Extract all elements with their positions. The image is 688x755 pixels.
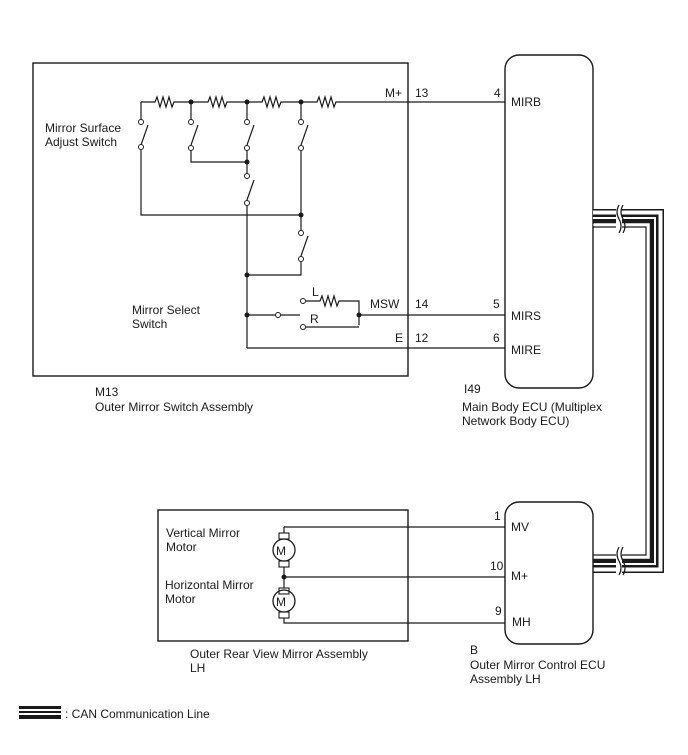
- mirror-select-switch: [244, 293, 505, 349]
- select-switch-label-2: Switch: [132, 317, 167, 331]
- terminal-mirb-label: MIRB: [511, 95, 541, 109]
- vertical-mirror-motor: [272, 526, 505, 588]
- control-ecu-name-1: Outer Mirror Control ECU: [470, 658, 605, 672]
- switch-assembly-box: [32, 62, 409, 377]
- select-l-label: L: [312, 285, 319, 299]
- control-ecu-name-2: Assembly LH: [470, 672, 541, 686]
- vertical-motor-label-1: Vertical Mirror: [166, 526, 240, 540]
- select-switch-label-1: Mirror Select: [132, 303, 201, 317]
- terminal-e-label: E: [395, 331, 403, 345]
- mirror-assembly-box: [157, 509, 409, 642]
- pin-10-label: 10: [490, 559, 504, 573]
- pin-12-label: 12: [415, 331, 429, 345]
- surface-switch-label-2: Adjust Switch: [45, 135, 117, 149]
- horizontal-mirror-motor: [272, 587, 505, 624]
- mirror-assembly-name-1: Outer Rear View Mirror Assembly: [190, 647, 368, 661]
- can-line-legend-label: : CAN Communication Line: [65, 707, 210, 721]
- surface-switch-label-1: Mirror Surface: [45, 121, 121, 135]
- main-ecu-name-1: Main Body ECU (Multiplex: [462, 400, 602, 414]
- horizontal-motor-label-1: Horizontal Mirror: [165, 578, 254, 592]
- terminal-mv-label: MV: [511, 520, 529, 534]
- pin-5-label: 5: [493, 297, 500, 311]
- main-ecu-name-2: Network Body ECU): [462, 414, 569, 428]
- pin-14-label: 14: [415, 297, 429, 311]
- pin-1-label: 1: [494, 509, 501, 523]
- pin-9-label: 9: [495, 604, 502, 618]
- terminal-m-plus-label: M+: [385, 86, 402, 100]
- terminal-mh-label: MH: [512, 615, 531, 629]
- pin-4-label: 4: [494, 86, 501, 100]
- select-r-label: R: [310, 312, 319, 326]
- can-line-legend-symbol: [19, 706, 61, 719]
- mirror-assembly-name-2: LH: [190, 661, 205, 675]
- pin-6-label: 6: [493, 331, 500, 345]
- can-communication-line: [593, 204, 664, 576]
- horizontal-motor-label-2: Motor: [165, 592, 196, 606]
- terminal-mirs-label: MIRS: [511, 309, 541, 323]
- control-ecu-box: [504, 501, 594, 645]
- surface-adjust-switches: [138, 102, 309, 348]
- vertical-motor-label-2: Motor: [166, 540, 197, 554]
- terminal-msw-label: MSW: [370, 297, 400, 311]
- control-ecu-connector-code: B: [470, 643, 478, 657]
- switch-assembly-name: Outer Mirror Switch Assembly: [95, 400, 253, 414]
- switch-connector-code: M13: [95, 385, 119, 399]
- pin-13-label: 13: [415, 86, 429, 100]
- main-ecu-connector-code: I49: [464, 382, 481, 396]
- terminal-m-plus-ecu-label: M+: [511, 569, 528, 583]
- resistor-ladder: [141, 94, 505, 110]
- vertical-motor-symbol: M: [276, 544, 286, 558]
- terminal-mire-label: MIRE: [511, 343, 541, 357]
- horizontal-motor-symbol: M: [276, 595, 286, 609]
